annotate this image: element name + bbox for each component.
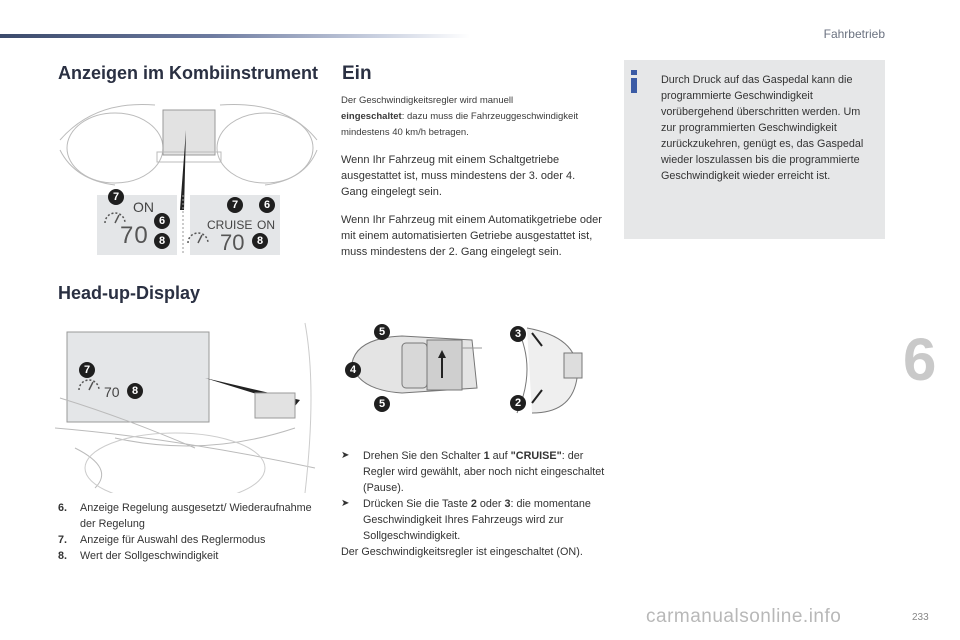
instruction-steps: ➤ Drehen Sie den Schalter 1 auf "CRUISE"… — [341, 448, 611, 560]
legend-item: 7.Anzeige für Auswahl des Reglermodus — [58, 534, 266, 546]
section-title-kombi: Anzeigen im Kombiinstrument — [58, 63, 319, 83]
speedometer-icon — [187, 232, 209, 244]
callout-8: 8 — [154, 233, 170, 249]
callout-8: 8 — [252, 233, 268, 249]
hud-set-speed: 70 — [104, 384, 120, 400]
step-item: ➤ Drehen Sie den Schalter 1 auf "CRUISE"… — [341, 450, 605, 494]
arrow-icon: ➤ — [341, 450, 350, 461]
section-title-ein: Ein — [342, 63, 372, 84]
hud-illustration — [55, 322, 316, 493]
page-number: 233 — [912, 612, 929, 623]
callout-4: 4 — [345, 362, 361, 378]
step-item: ➤ Drücken Sie die Taste 2 oder 3: die mo… — [341, 498, 591, 542]
right-cruise-status: ON — [257, 218, 275, 232]
callout-6: 6 — [154, 213, 170, 229]
legend-item: 8.Wert der Sollgeschwindigkeit — [58, 550, 219, 562]
callout-3: 3 — [510, 326, 526, 342]
ein-manual-gear-text: Wenn Ihr Fahrzeug mit einem Schaltgetrie… — [341, 154, 576, 198]
info-text: Durch Druck auf das Gaspedal kann die pr… — [661, 74, 864, 182]
section-title-hud: Head-up-Display — [58, 283, 201, 303]
stalk-illustration — [351, 327, 583, 414]
callout-8: 8 — [127, 383, 143, 399]
ein-auto-gear-text: Wenn Ihr Fahrzeug mit einem Automatikget… — [341, 214, 602, 258]
header-bar — [0, 34, 470, 38]
callout-7: 7 — [108, 189, 124, 205]
watermark: carmanualsonline.info — [646, 606, 842, 627]
chapter-title: Fahrbetrieb — [823, 27, 885, 41]
legend-list: 6.Anzeige Regelung ausgesetzt/ Wiederauf… — [58, 500, 323, 564]
callout-5: 5 — [374, 396, 390, 412]
step-result: Der Geschwindigkeitsregler ist eingescha… — [341, 546, 583, 558]
speedometer-icon — [78, 379, 100, 391]
right-cruise-mode: CRUISE — [207, 218, 253, 232]
right-set-speed: 70 — [220, 230, 245, 255]
ein-intro: Der Geschwindigkeitsregler wird manuell … — [341, 95, 579, 138]
callout-5: 5 — [374, 324, 390, 340]
callout-2: 2 — [510, 395, 526, 411]
callout-6: 6 — [259, 197, 275, 213]
arrow-icon: ➤ — [341, 498, 350, 509]
callout-7: 7 — [79, 362, 95, 378]
legend-item: 6.Anzeige Regelung ausgesetzt/ Wiederauf… — [58, 502, 312, 530]
chapter-number: 6 — [903, 326, 937, 393]
left-cruise-status: ON — [133, 199, 154, 215]
info-box — [624, 60, 885, 239]
left-set-speed: 70 — [120, 222, 149, 249]
callout-7: 7 — [227, 197, 243, 213]
speedometer-icon — [104, 212, 126, 224]
info-icon — [631, 70, 637, 93]
